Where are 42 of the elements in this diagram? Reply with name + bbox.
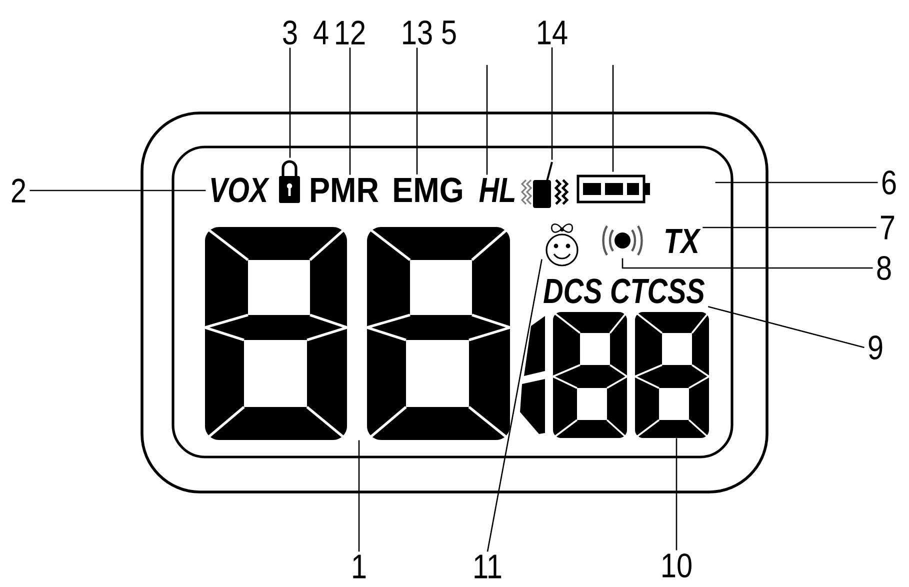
leader-line (715, 182, 878, 184)
leader-line (358, 440, 360, 552)
leader-line (612, 65, 614, 172)
callout-number: 4 (314, 20, 328, 44)
radio-icon (520, 162, 569, 208)
leader-line (622, 258, 873, 269)
callout-number: 11 (474, 554, 502, 578)
callout-number: 1 (353, 554, 366, 578)
leader-line (676, 438, 678, 550)
callout-number: 3 (283, 20, 297, 45)
leader-line (486, 259, 542, 552)
callout-number: 9 (868, 335, 882, 360)
indicator-label: TX (666, 228, 701, 254)
leader-line (416, 48, 418, 174)
indicator-label: VOX (211, 178, 270, 202)
leader-line (30, 190, 206, 192)
leader-line (702, 226, 876, 228)
lock-icon (279, 160, 300, 203)
lcd-screen (172, 146, 734, 458)
callout-number: 14 (538, 20, 568, 44)
callout-number: 10 (662, 553, 692, 578)
indicator-label: PMR (311, 178, 378, 202)
callout-number: 13 (403, 20, 432, 45)
callout-number: 7 (880, 216, 894, 240)
leader-line (708, 306, 864, 348)
callout-number: 2 (12, 178, 26, 202)
callout-number: 12 (336, 20, 365, 44)
seven-segment-drawing (204, 226, 512, 442)
leader-line (349, 48, 351, 175)
indicator-label: EMG (394, 178, 462, 202)
smiley-icon (546, 224, 578, 266)
callout-number: 5 (442, 20, 456, 44)
signal-icon (602, 225, 643, 256)
battery-icon (576, 174, 650, 204)
callout-number: 6 (882, 170, 896, 195)
indicator-label: HL (479, 178, 515, 202)
leader-line (289, 48, 291, 158)
leader-line (486, 65, 488, 175)
callout-number: 8 (877, 256, 891, 280)
indicator-label: DCS CTCSS (544, 278, 705, 304)
seven-segment-drawing (520, 311, 710, 439)
leader-line (551, 47, 553, 160)
